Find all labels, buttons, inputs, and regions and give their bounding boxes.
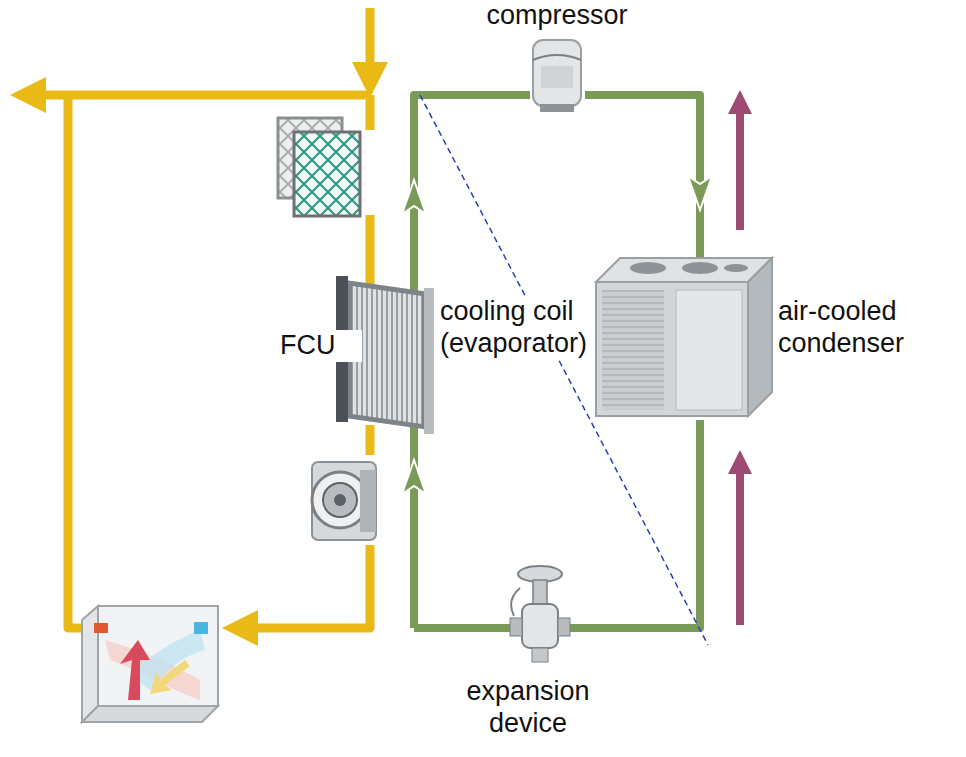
blower-fan [312,462,376,540]
component-label: compressor [475,0,639,32]
compressor-unit [533,40,581,112]
expansion-valve [510,566,570,662]
condenser-unit [596,258,772,416]
conditioned-room [82,606,218,722]
component-label: expansion device [456,676,600,740]
unit-label: FCU [278,330,362,362]
component-label: cooling coil (evaporator) [438,296,592,360]
component-label: air-cooled condenser [776,296,950,360]
air-filter [278,118,360,216]
